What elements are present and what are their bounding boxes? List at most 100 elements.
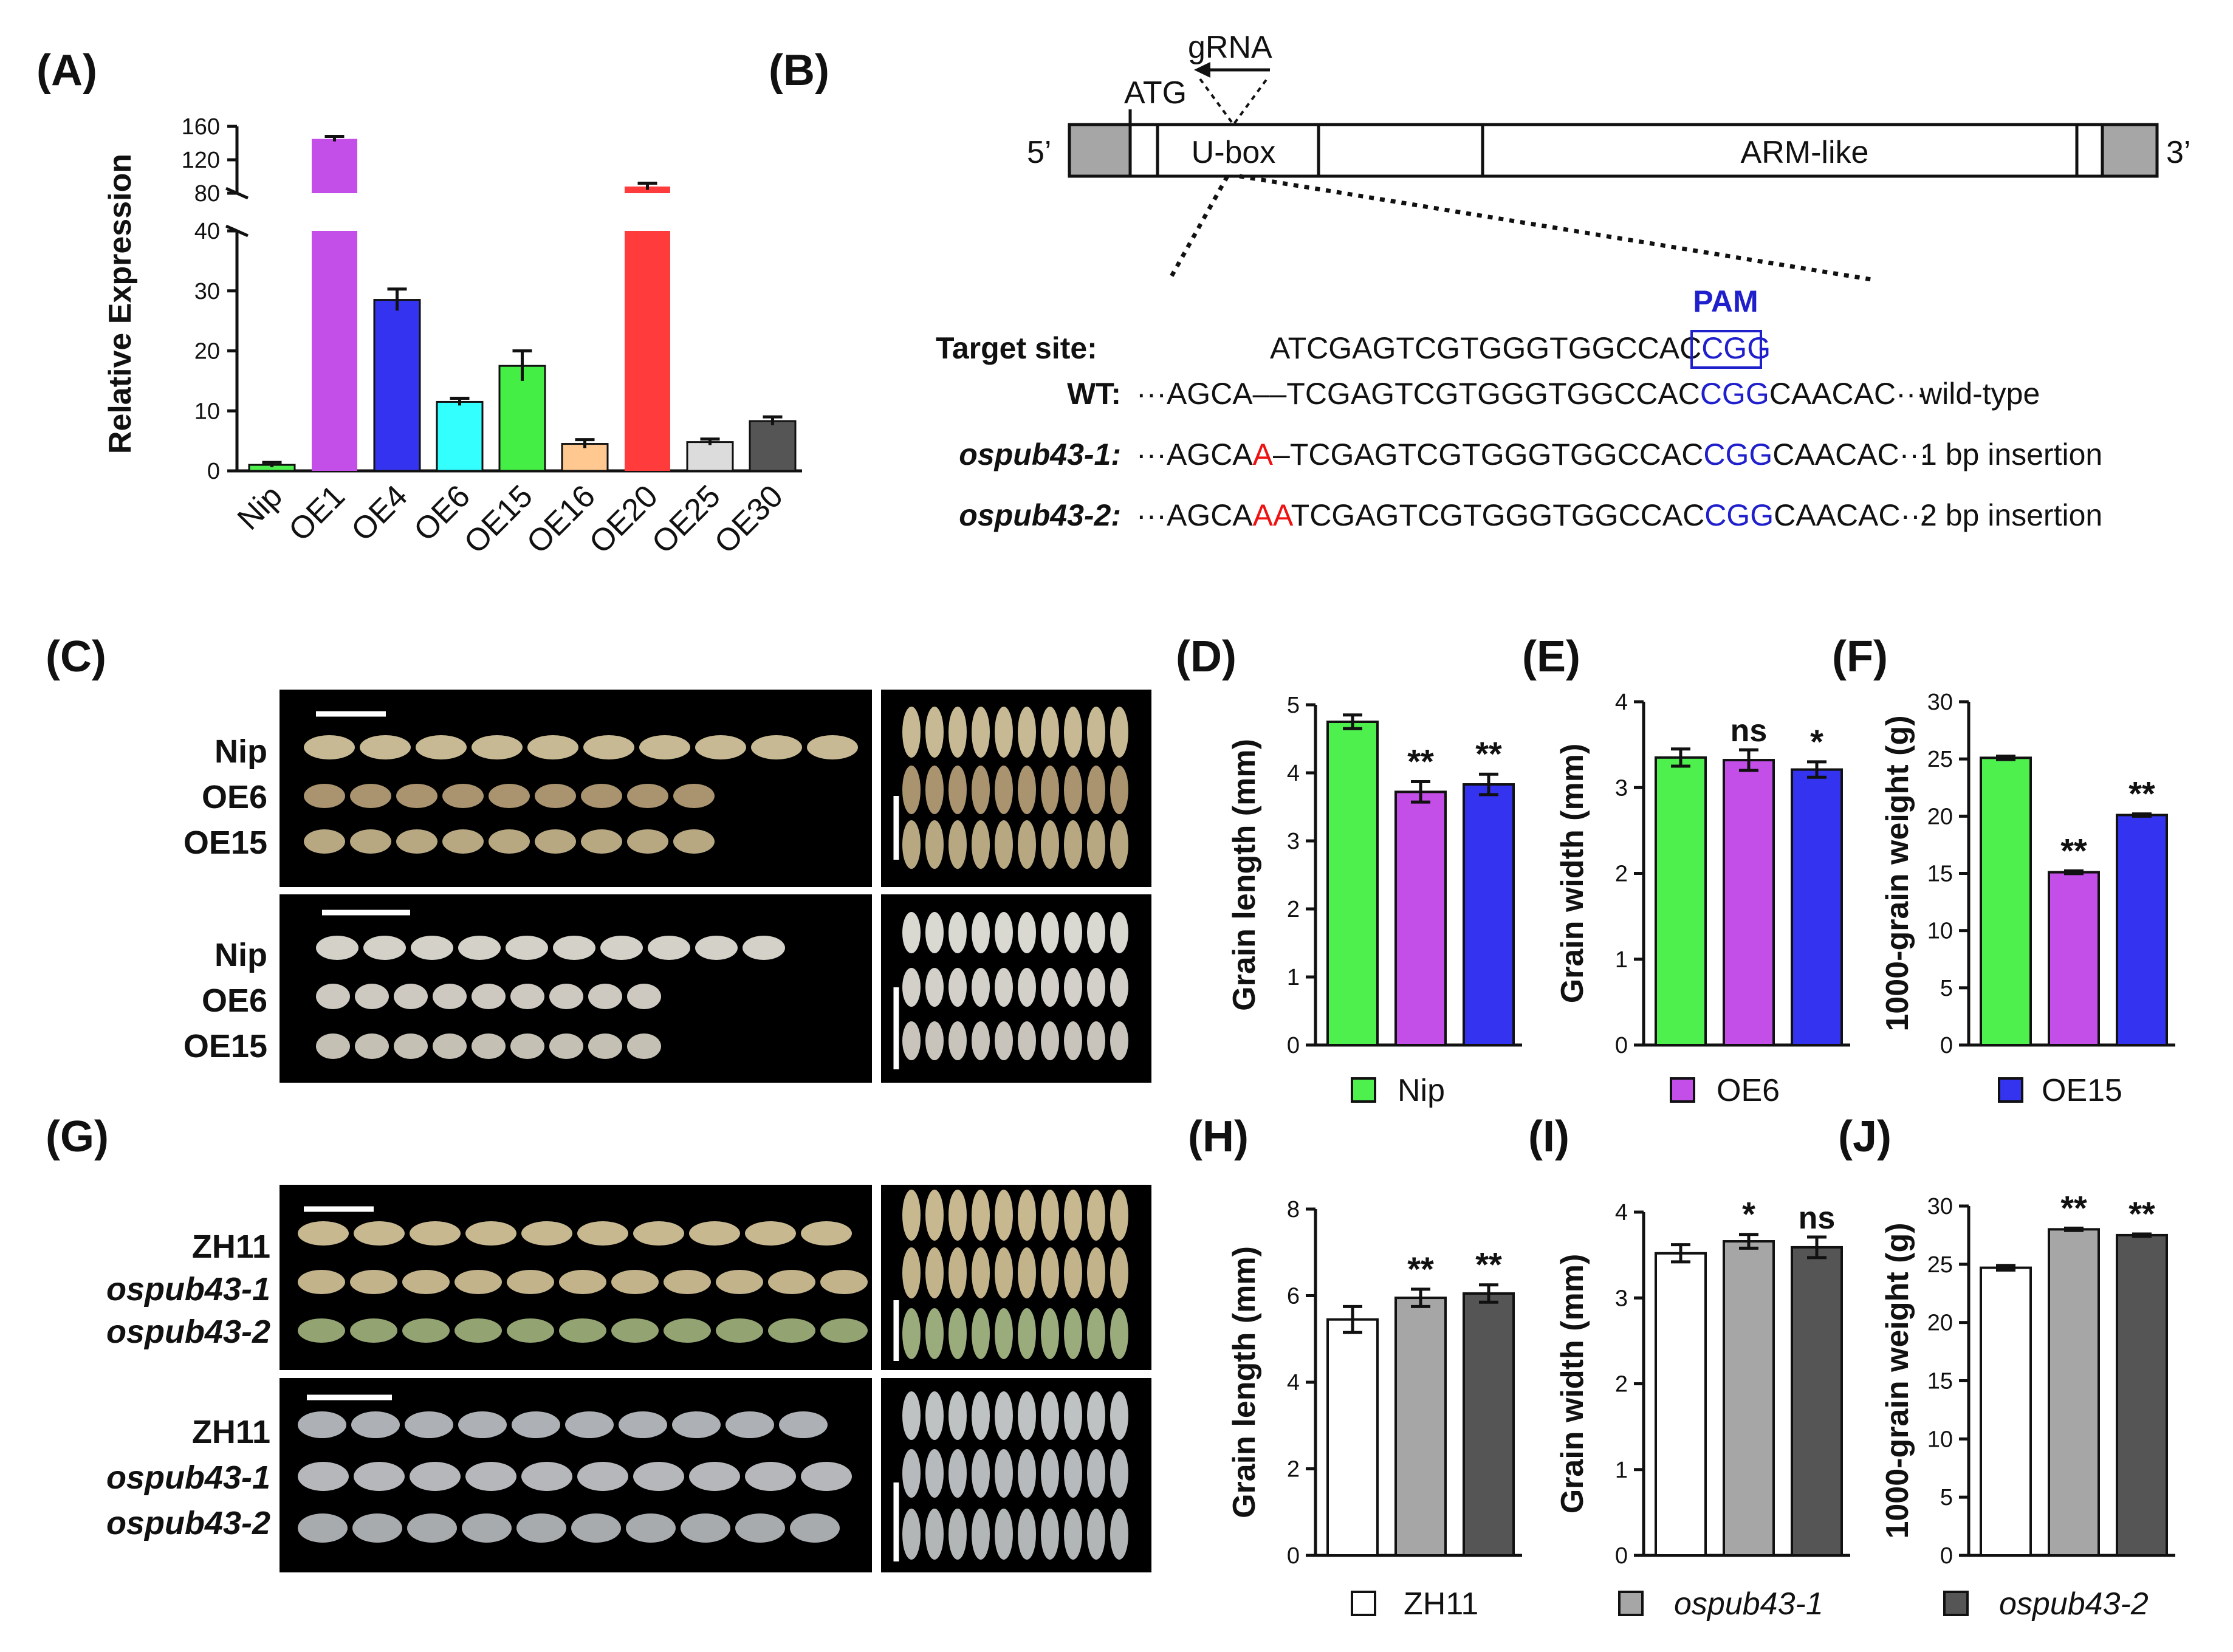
grain-shape xyxy=(1041,820,1059,869)
grain-shape xyxy=(948,707,967,758)
grain-shape xyxy=(948,1391,967,1440)
grain-shape xyxy=(1018,1509,1036,1560)
grain-shape xyxy=(535,784,576,808)
grain-shape xyxy=(304,784,345,808)
y-tick-label: 4 xyxy=(1287,1370,1300,1396)
y-tick-label: 0 xyxy=(1940,1543,1953,1569)
chart-a-ylabel: Relative Expression xyxy=(103,154,138,454)
grain-shape xyxy=(695,735,746,759)
grain-shape xyxy=(995,1021,1013,1060)
legend-bottom: ZH11 ospub43-1 ospub43-2 xyxy=(1351,1586,2149,1622)
grain-shape xyxy=(1064,1308,1082,1359)
grain-shape xyxy=(506,936,548,960)
significance-label: ** xyxy=(2060,1188,2087,1227)
legend-swatch xyxy=(1670,1077,1695,1103)
y-tick-label: 1 xyxy=(1287,965,1300,990)
grain-shape xyxy=(360,735,411,759)
grain-shape xyxy=(948,1021,967,1060)
bar xyxy=(625,231,670,471)
grain-shape xyxy=(600,936,643,960)
utr3-box xyxy=(2101,123,2159,178)
grain-shape xyxy=(355,984,389,1009)
grain-shape xyxy=(402,1270,450,1294)
grain-shape xyxy=(902,820,921,869)
wt-label: WT: xyxy=(1067,377,1121,411)
grain-shape xyxy=(689,1462,740,1491)
grain-shape xyxy=(363,936,406,960)
x-tick-label: OE4 xyxy=(345,478,414,548)
grain-shape xyxy=(995,912,1013,953)
grain-shape xyxy=(925,1308,944,1359)
grain-shape xyxy=(1041,1509,1059,1560)
seq-mid: TCGAGTCGTGGGTGGCCAC xyxy=(1291,498,1705,532)
y-tick-label: 3 xyxy=(1615,775,1628,801)
grain-shape xyxy=(298,1513,348,1543)
grain-shape xyxy=(1018,912,1036,953)
grain-shape xyxy=(1110,912,1128,953)
y-tick-label: 20 xyxy=(1927,1311,1953,1336)
utr5-box xyxy=(1068,123,1132,178)
ospub43-2-seq: ···AGCAAATCGAGTCGTGGGTGGCCACCGGCAACAC··· xyxy=(1136,498,1930,532)
grain-shape xyxy=(588,984,622,1009)
grain-shape xyxy=(581,784,622,808)
y-axis-label: Grain width (mm) xyxy=(1555,744,1590,1004)
panel-label-d: (D) xyxy=(1176,632,1237,681)
grain-shape xyxy=(433,1033,467,1059)
target-seq-pam: CGG xyxy=(1701,331,1771,365)
grain-shape xyxy=(627,984,661,1009)
gene-diagram: 5’ 3’ U-box ARM-like ATG gRNA xyxy=(1027,30,2190,282)
grain-shape xyxy=(394,984,428,1009)
grain-shape xyxy=(298,1221,349,1246)
grain-shape xyxy=(948,766,967,814)
y-tick-label: 2 xyxy=(1615,862,1628,887)
grain-shape xyxy=(1018,1021,1036,1060)
seq-pam: CGG xyxy=(1703,437,1772,471)
grain-shape xyxy=(1087,766,1105,814)
bar xyxy=(686,441,734,472)
bar xyxy=(1655,1252,1707,1557)
grain-shape xyxy=(516,1513,566,1543)
grain-shape xyxy=(1064,1247,1082,1298)
grain-shape xyxy=(1064,1021,1082,1060)
y-tick-label: 20 xyxy=(194,339,220,365)
legend-label: ospub43-1 xyxy=(1674,1586,1823,1622)
grain-shape xyxy=(1064,968,1082,1007)
grain-shape xyxy=(1064,1449,1082,1498)
grain-shape xyxy=(489,829,530,854)
y-tick-label: 25 xyxy=(1927,1252,1953,1278)
x-tick-label: OE15 xyxy=(458,478,540,560)
grain-shape xyxy=(820,1318,868,1343)
grain-shape xyxy=(972,968,990,1007)
bar xyxy=(1791,768,1843,1047)
grain-shape xyxy=(1110,707,1128,758)
grain-shape xyxy=(948,1509,967,1560)
grain-shape xyxy=(995,766,1013,814)
grain-shape xyxy=(948,1449,967,1498)
grna-label: gRNA xyxy=(1188,30,1272,65)
grain-shape xyxy=(1041,968,1059,1007)
grain-shape xyxy=(549,1033,583,1059)
grain-shape xyxy=(1110,1247,1128,1298)
grain-shape xyxy=(298,1411,346,1438)
grain-shape xyxy=(559,1270,606,1294)
grain-shape xyxy=(619,1411,667,1438)
y-tick-label: 2 xyxy=(1615,1372,1628,1397)
ospub43-1-label: ospub43-1: xyxy=(959,437,1121,471)
y-tick-label: 5 xyxy=(1940,976,1953,1001)
legend-swatch xyxy=(1351,1591,1376,1616)
significance-label: ** xyxy=(1475,1246,1502,1284)
photo-c-label: OE15 xyxy=(184,1028,267,1064)
grain-shape xyxy=(402,1318,450,1343)
legend-swatch xyxy=(1351,1077,1376,1103)
y-tick-label: 160 xyxy=(182,114,220,140)
bar xyxy=(2116,1233,2168,1557)
grain-shape xyxy=(507,1318,554,1343)
grain-shape xyxy=(695,936,738,960)
x-tick-label: OE25 xyxy=(645,478,727,560)
seq-gap: – xyxy=(1273,437,1290,471)
grain-shape xyxy=(716,1318,763,1343)
grain-shape xyxy=(639,735,690,759)
y-tick-label: 120 xyxy=(182,148,220,173)
grain-shape xyxy=(948,968,967,1007)
